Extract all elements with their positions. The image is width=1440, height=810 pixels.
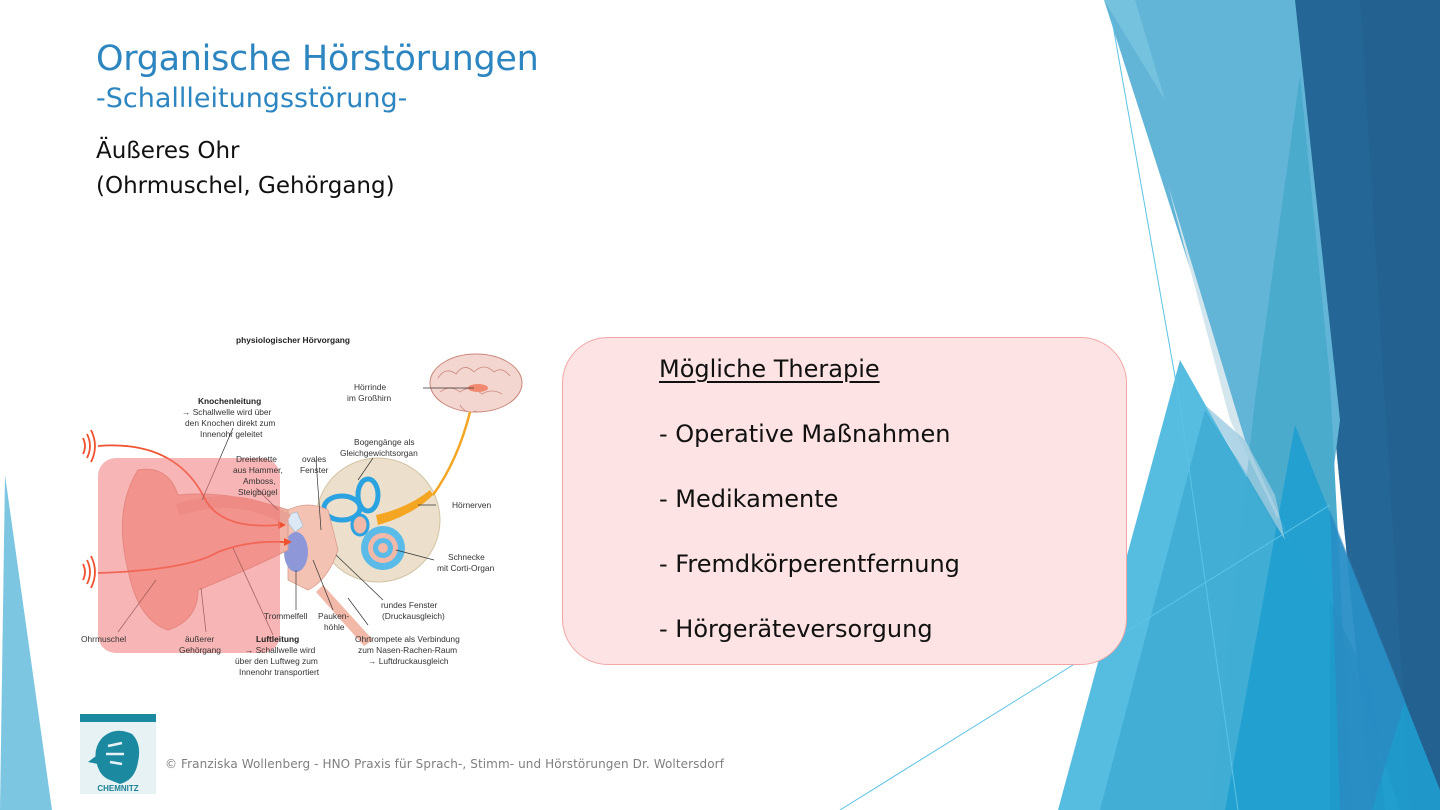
label-text: Innenohr transportiert: [239, 667, 320, 677]
label-text: Amboss,: [243, 476, 276, 486]
slide-title: Organische Hörstörungen: [96, 39, 539, 79]
label-text: im Großhirn: [347, 393, 392, 403]
logo-text: CHEMNITZ: [97, 784, 139, 793]
label-text: Gleichgewichtsorgan: [340, 448, 418, 458]
label-trommelfell: Trommelfell: [264, 611, 308, 621]
label-schnecke: Schnecke: [448, 552, 485, 562]
brain-icon: [429, 353, 523, 413]
label-ohrmuschel: Ohrmuschel: [81, 634, 127, 644]
label-luftleitung: Luftleitung: [256, 634, 300, 644]
sound-wave-icon: [82, 429, 96, 589]
portrait-icon: [88, 730, 140, 784]
logo-bar: [80, 714, 156, 722]
therapy-heading: Mögliche Therapie: [659, 355, 880, 383]
label-rundes-fenster: rundes Fenster: [381, 600, 438, 610]
label-text: (Druckausgleich): [382, 611, 445, 621]
label-text: Innenohr geleitet: [200, 429, 263, 439]
body-text: Äußeres Ohr (Ohrmuschel, Gehörgang): [96, 134, 395, 204]
label-text: aus Hammer,: [233, 465, 283, 475]
label-paukenhoehle: Pauken-: [318, 611, 350, 621]
label-bogengaenge: Bogengänge als: [354, 437, 415, 447]
outer-ear-highlight: [98, 458, 280, 653]
label-text: zum Nasen-Rachen-Raum: [358, 645, 458, 655]
therapy-item: - Fremdkörperentfernung: [659, 550, 960, 578]
label-hoernerven: Hörnerven: [452, 500, 492, 510]
label-ohrtrompete: Ohrtrompete als Verbindung: [355, 634, 460, 644]
label-text: den Knochen direkt zum: [185, 418, 276, 428]
slide-subtitle: -Schallleitungsstörung-: [96, 83, 408, 114]
label-gehoergang: äußerer: [185, 634, 215, 644]
label-hoerrinde: Hörrinde: [354, 382, 387, 392]
label-text: → Schallwelle wird: [245, 645, 316, 655]
label-ovales-fenster: ovales: [302, 454, 327, 464]
label-text: über den Luftweg zum: [235, 656, 318, 666]
chemnitz-logo: CHEMNITZ: [80, 714, 156, 794]
body-line: (Ohrmuschel, Gehörgang): [96, 173, 395, 199]
left-accent-triangle: [0, 475, 52, 810]
footer-copyright: © Franziska Wollenberg - HNO Praxis für …: [165, 757, 725, 771]
label-text: → Luftdruckausgleich: [368, 656, 449, 666]
ear-anatomy-figure: physiologischer Hörvorgang Knochenleitun…: [78, 330, 533, 685]
label-text: Gehörgang: [179, 645, 221, 655]
therapy-box: Mögliche Therapie - Operative Maßnahmen …: [562, 337, 1127, 665]
therapy-item: - Operative Maßnahmen: [659, 420, 951, 448]
body-line: Äußeres Ohr: [96, 138, 240, 164]
figure-title: physiologischer Hörvorgang: [236, 335, 351, 345]
label-text: → Schallwelle wird über: [182, 407, 272, 417]
label-text: mit Corti-Organ: [437, 563, 495, 573]
label-text: Fenster: [300, 465, 329, 475]
label-knochenleitung: Knochenleitung: [198, 396, 262, 406]
therapy-item: - Medikamente: [659, 485, 839, 513]
therapy-item: - Hörgeräteversorgung: [659, 615, 933, 643]
label-text: höhle: [324, 622, 345, 632]
label-dreierkette: Dreierkette: [236, 454, 277, 464]
label-text: Steigbügel: [238, 487, 278, 497]
